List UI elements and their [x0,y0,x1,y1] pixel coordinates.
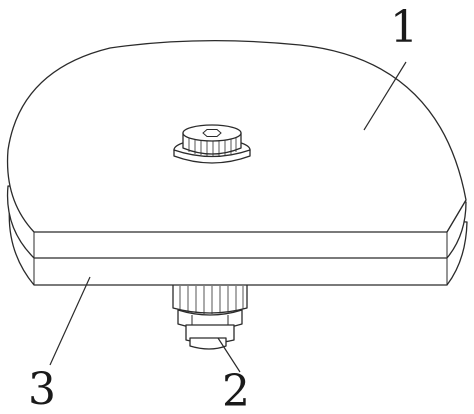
callout-1: 1 [390,2,418,53]
sleeve-knurl-lines [179,286,244,314]
hex-socket [202,129,222,137]
leader-3 [49,276,91,366]
center-fastener [173,124,251,164]
callout-3: 3 [28,364,56,414]
leader-2 [217,337,241,373]
bottom-stem [172,283,248,350]
leader-lines [49,61,407,373]
leader-1 [363,61,407,131]
callout-2: 2 [222,366,250,414]
